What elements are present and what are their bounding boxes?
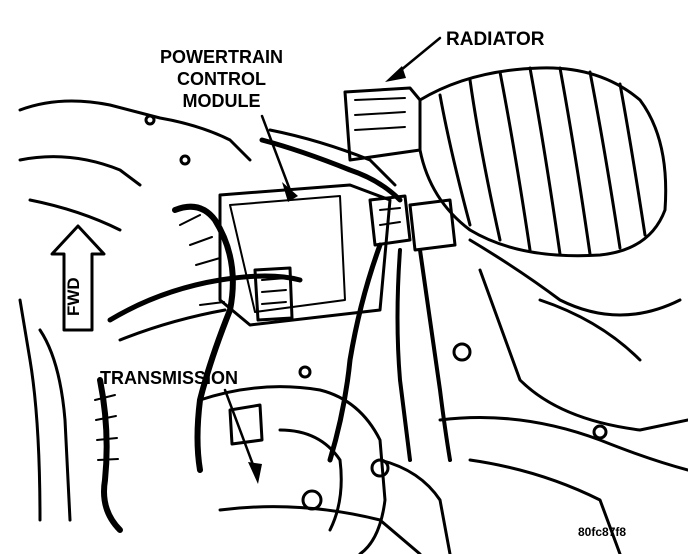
pcm-leader-line	[260, 114, 292, 192]
radiator-arrowhead	[385, 66, 406, 82]
transmission-label: TRANSMISSION	[100, 368, 239, 388]
fwd-arrow-icon	[50, 224, 106, 332]
fender-outline	[18, 99, 252, 162]
pcm-label-line2: CONTROL	[177, 69, 266, 89]
transmission-outline	[198, 385, 387, 554]
radiator-label: RADIATOR	[446, 29, 545, 50]
pcm-arrowhead	[282, 182, 298, 202]
transmission-leader-line	[223, 388, 257, 472]
left-loom	[172, 203, 236, 473]
pcm-label-line1: POWERTRAIN	[160, 47, 283, 67]
pcm-module	[218, 183, 392, 327]
pcm-label-line3: MODULE	[182, 91, 261, 111]
figure-code: 80fc87f8	[578, 525, 627, 539]
transmission-arrowhead	[248, 462, 262, 484]
fwd-indicator: FWD	[60, 228, 94, 332]
intake-hose	[418, 66, 668, 258]
pcm-label: POWERTRAIN CONTROL MODULE	[160, 46, 283, 112]
fwd-label: FWD	[64, 277, 83, 316]
